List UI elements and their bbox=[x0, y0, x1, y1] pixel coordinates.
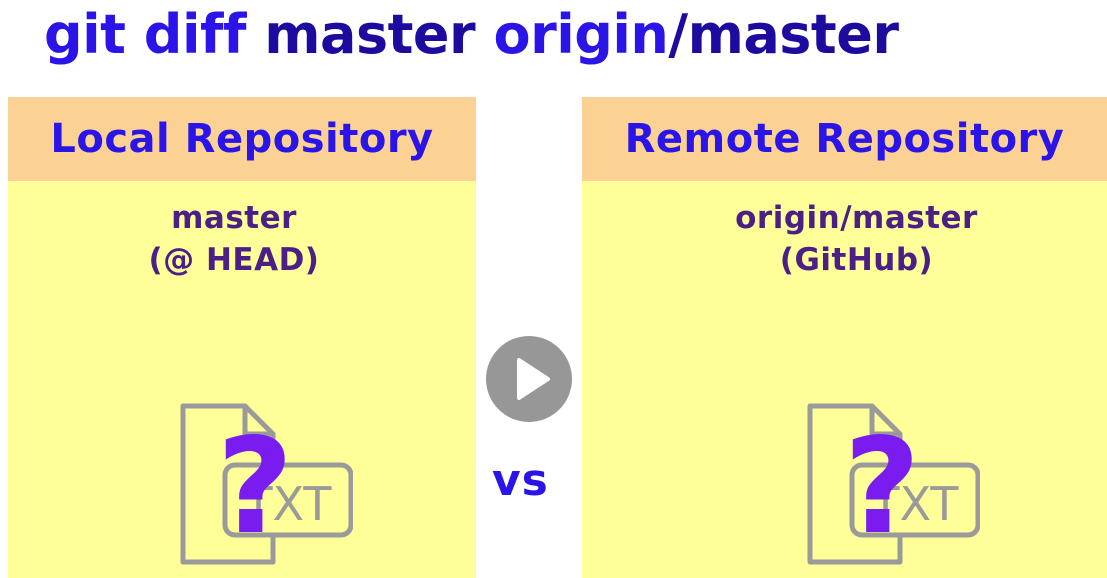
remote-file-label: TXT bbox=[871, 477, 960, 531]
title-word-diff: diff bbox=[143, 3, 247, 66]
local-branch-name: master bbox=[171, 200, 297, 236]
remote-repository-header: Remote Repository bbox=[582, 97, 1107, 181]
txt-file-icon: TXT ? bbox=[180, 403, 353, 565]
slide-title: git diff master origin/master bbox=[44, 0, 899, 70]
local-file-label: TXT bbox=[244, 477, 333, 531]
remote-question-mark: ? bbox=[844, 410, 921, 564]
title-word-origin: origin bbox=[493, 3, 669, 66]
txt-file-icon: TXT ? bbox=[807, 403, 980, 565]
remote-branch-name: origin/master bbox=[735, 200, 978, 236]
remote-repository-title: Remote Repository bbox=[624, 116, 1065, 162]
play-icon bbox=[517, 358, 550, 400]
local-branch-ref: (@ HEAD) bbox=[148, 242, 320, 278]
local-branch-info: master (@ HEAD) bbox=[0, 197, 468, 281]
play-button[interactable] bbox=[486, 336, 572, 422]
remote-branch-info: origin/master (GitHub) bbox=[594, 197, 1107, 281]
vs-label: vs bbox=[492, 455, 549, 506]
local-repository-title: Local Repository bbox=[50, 116, 434, 162]
title-word-slash-master: /master bbox=[668, 3, 899, 66]
title-word-master: master bbox=[264, 3, 476, 66]
remote-repository-panel: Remote Repository origin/master (GitHub)… bbox=[582, 97, 1107, 578]
remote-branch-ref: (GitHub) bbox=[779, 242, 934, 278]
local-repository-header: Local Repository bbox=[8, 97, 476, 181]
local-question-mark: ? bbox=[217, 410, 294, 564]
title-word-git: git bbox=[44, 3, 126, 66]
local-repository-panel: Local Repository master (@ HEAD) TXT ? bbox=[8, 97, 476, 578]
